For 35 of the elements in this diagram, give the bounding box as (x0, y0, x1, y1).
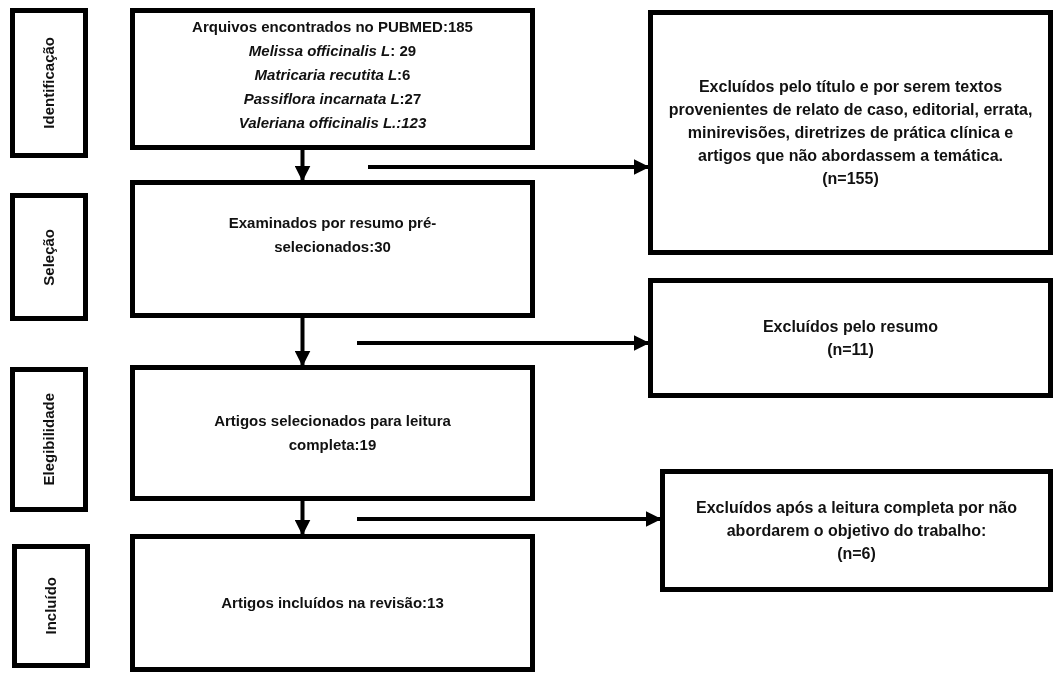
count-text: Passiflora incarnata L:27 (243, 89, 422, 109)
process-box (130, 365, 535, 501)
box-text: Excluídos pelo resumo (762, 316, 939, 337)
count-text: (n=6) (837, 544, 876, 565)
box-text: Artigos incluídos na revisão:13 (221, 593, 444, 613)
process-box (130, 534, 535, 672)
count-text: Valeriana officinalis L.:123 (238, 113, 427, 133)
stage-label: Identificação (39, 37, 58, 129)
count-text: Melissa officinalis L: 29 (248, 41, 417, 61)
arrow (294, 501, 311, 536)
exclusion-box (660, 469, 1053, 592)
arrow (357, 335, 650, 351)
exclusion-box (648, 278, 1053, 398)
count-text: (n=11) (827, 340, 874, 360)
arrow (368, 159, 650, 175)
stage-label-box (12, 544, 90, 668)
box-text: Examinados por resumo pré-selecionados:30 (227, 213, 438, 257)
process-box (130, 8, 535, 150)
box-text: Arquivos encontrados no PUBMED:185 (192, 17, 473, 37)
stage-label-box (10, 8, 88, 158)
stage-label: Elegibilidade (39, 393, 58, 486)
arrow (357, 511, 662, 527)
process-box (130, 180, 535, 318)
count-text: Matricaria recutita L:6 (254, 65, 411, 85)
box-text: Excluídos após a leitura completa por não abordarem o objetivo do trabalho: (695, 497, 1018, 541)
arrow (294, 318, 311, 367)
stage-label-box (10, 193, 88, 321)
box-text: Artigos selecionados para leitura completa:19 (213, 411, 452, 455)
exclusion-box (648, 10, 1053, 255)
arrow (294, 150, 311, 182)
stage-label: Incluído (41, 577, 60, 635)
stage-label-box (10, 367, 88, 512)
count-text: (n=155) (822, 169, 879, 190)
box-text: Excluídos pelo título e por serem textos provenientes de relato de caso, editorial, errata, minirevisões, diretrizes de prática clínica e artigos que não abordassem a temática. (667, 76, 1034, 167)
stage-label: Seleção (39, 228, 58, 286)
